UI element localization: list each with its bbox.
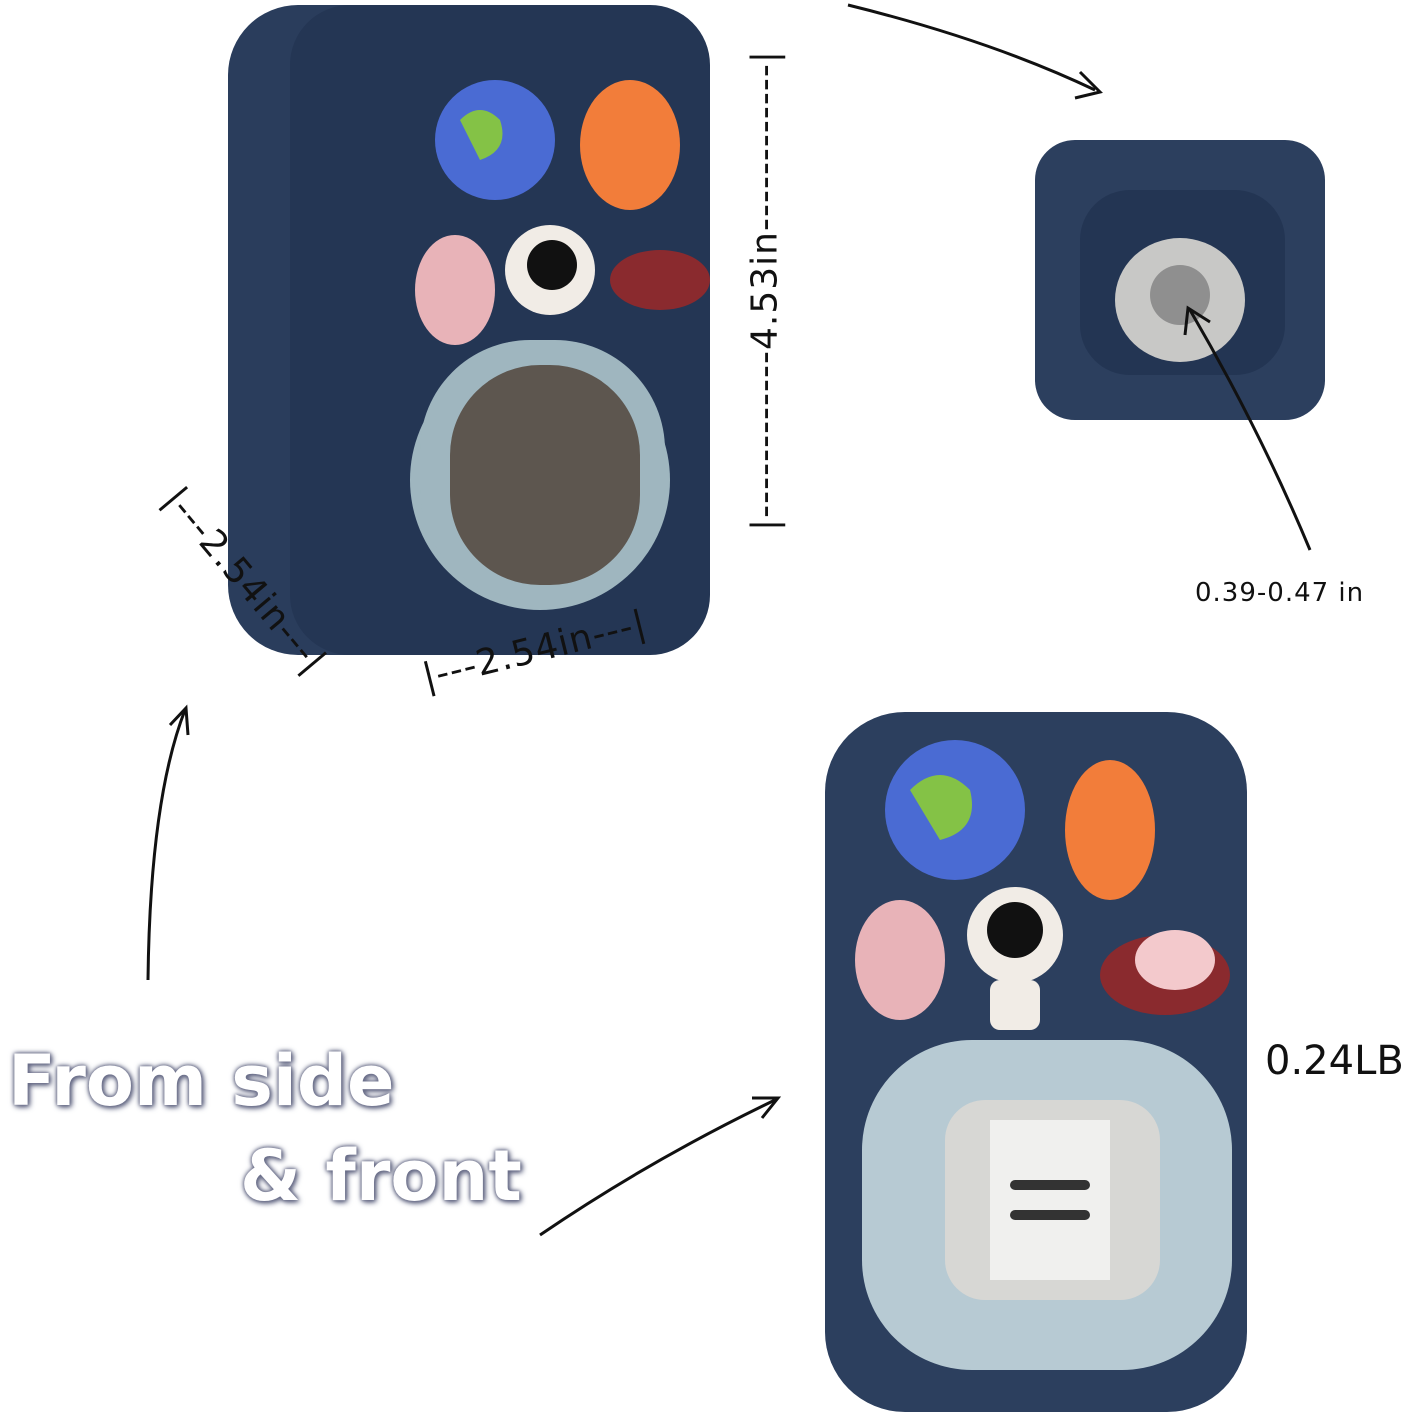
nozzle-size-label: 0.39-0.47 in (1195, 578, 1365, 608)
arrows (146, 3, 1312, 1237)
weight-label: 0.24LB (1265, 1038, 1404, 1084)
front-view-dispenser (825, 712, 1247, 1412)
caption-line-1: From side (8, 1040, 395, 1122)
arrow-top (847, 3, 1096, 92)
arrow-nozzle (1188, 309, 1312, 551)
side-view-dispenser (228, 5, 710, 655)
arrow-side (146, 709, 187, 981)
nozzle-view-dispenser (1035, 140, 1325, 420)
caption-line-2: & front (240, 1135, 522, 1217)
arrow-front (539, 1098, 776, 1237)
height-dimension: |------------4.53in------------| (744, 50, 786, 531)
